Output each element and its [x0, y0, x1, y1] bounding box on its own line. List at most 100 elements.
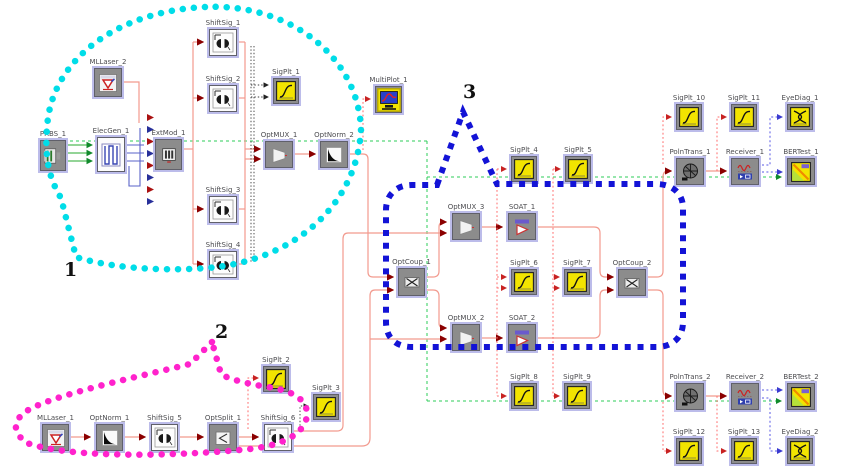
receiver-icon — [731, 158, 759, 185]
block-SigPlt_9[interactable]: SigPlt_9 — [563, 373, 591, 409]
optcoup-icon — [618, 269, 646, 296]
block-SigPlt_7[interactable]: SigPlt_7 — [563, 259, 591, 295]
block-ShiftSig_2[interactable]: ShiftSig_2 — [206, 75, 240, 112]
shiftsig-icon — [209, 29, 237, 56]
block-label: EyeDiag_1 — [781, 94, 819, 102]
block-label: SigPlt_11 — [727, 94, 761, 102]
mllaser-icon — [42, 424, 69, 451]
block-OptNorm_2[interactable]: OptNorm_2 — [314, 131, 354, 168]
bertest-icon — [787, 158, 815, 185]
block-MLLaser_1[interactable]: MLLaser_1 — [37, 414, 74, 451]
block-OptCoup_1[interactable]: OptCoup_1 — [392, 258, 431, 296]
block-OptCoup_2[interactable]: OptCoup_2 — [613, 259, 651, 296]
block-PolnTrans_2[interactable]: PolnTrans_2 — [669, 373, 711, 410]
bertest-icon — [787, 383, 815, 410]
block-SigPlt_8[interactable]: SigPlt_8 — [510, 373, 538, 409]
optmux-icon — [265, 141, 293, 168]
block-label: BERTest_2 — [783, 373, 819, 381]
optmux-icon — [452, 324, 480, 351]
block-SigPlt_3[interactable]: SigPlt_3 — [312, 384, 340, 420]
block-label: SigPlt_9 — [563, 373, 591, 381]
block-label: SigPlt_1 — [272, 68, 300, 76]
block-BERTest_1[interactable]: BERTest_1 — [783, 148, 819, 185]
polntrans-icon — [676, 383, 704, 410]
block-OptNorm_1[interactable]: OptNorm_1 — [90, 414, 129, 451]
sigplt-icon — [511, 269, 537, 295]
block-PolnTrans_1[interactable]: PolnTrans_1 — [669, 148, 711, 185]
block-label: SigPlt_5 — [564, 146, 592, 154]
block-ExtMod_1[interactable]: ExtMod_1 — [151, 129, 186, 170]
shiftsig-icon — [264, 424, 292, 451]
block-EyeDiag_1[interactable]: EyeDiag_1 — [782, 94, 818, 130]
block-SOAT_1[interactable]: SOAT_1 — [508, 203, 536, 240]
shiftsig-icon — [209, 85, 237, 112]
block-Receiver_1[interactable]: Receiver_1 — [726, 148, 764, 185]
block-SigPlt_12[interactable]: SigPlt_12 — [673, 428, 705, 464]
block-label: EyeDiag_2 — [781, 428, 819, 436]
block-ShiftSig_1[interactable]: ShiftSig_1 — [206, 19, 240, 56]
shiftsig-icon — [151, 424, 178, 451]
block-ElecGen_1[interactable]: ElecGen_1 — [93, 127, 129, 172]
sigplt-icon — [676, 104, 702, 130]
block-label: Receiver_2 — [725, 373, 765, 381]
block-BERTest_2[interactable]: BERTest_2 — [783, 373, 819, 410]
block-label: SigPlt_12 — [672, 428, 706, 436]
block-label: ExtMod_1 — [151, 129, 186, 137]
optsplit-icon — [209, 424, 237, 451]
shiftsig-icon — [209, 251, 237, 278]
block-label: ShiftSig_4 — [205, 241, 241, 249]
block-label: OptNorm_2 — [314, 131, 354, 139]
block-ShiftSig_3[interactable]: ShiftSig_3 — [206, 186, 240, 223]
block-OptSplit_1[interactable]: OptSplit_1 — [205, 414, 241, 451]
block-SigPlt_13[interactable]: SigPlt_13 — [728, 428, 760, 464]
region-label-2: 2 — [215, 321, 229, 343]
block-PRBS_1[interactable]: PRBS_1 — [40, 130, 66, 171]
optnorm-icon — [96, 424, 123, 451]
prbs-icon — [40, 140, 66, 171]
block-ShiftSig_6[interactable]: ShiftSig_6 — [261, 414, 295, 451]
sigplt-icon — [511, 156, 537, 182]
eyediag-icon — [787, 438, 813, 464]
block-ShiftSig_5[interactable]: ShiftSig_5 — [147, 414, 182, 451]
block-label: MLLaser_2 — [89, 58, 127, 66]
block-label: OptCoup_2 — [612, 259, 652, 267]
block-OptMUX_2[interactable]: OptMUX_2 — [448, 314, 484, 351]
block-label: SigPlt_8 — [510, 373, 538, 381]
block-SigPlt_6[interactable]: SigPlt_6 — [510, 259, 538, 295]
sigplt-icon — [731, 438, 757, 464]
multiplot-icon — [375, 86, 402, 113]
block-label: SOAT_1 — [508, 203, 536, 211]
block-MultiPlot_1[interactable]: MultiPlot_1 — [369, 76, 408, 113]
block-SigPlt_10[interactable]: SigPlt_10 — [673, 94, 705, 130]
region-label-1: 1 — [64, 259, 78, 281]
sigplt-icon — [564, 269, 590, 295]
polntrans-icon — [676, 158, 704, 185]
soat-icon — [508, 324, 536, 351]
optnorm-icon — [320, 141, 348, 168]
sigplt-icon — [313, 394, 339, 420]
shiftsig-icon — [209, 196, 237, 223]
mllaser-icon — [94, 68, 122, 97]
block-SigPlt_11[interactable]: SigPlt_11 — [728, 94, 760, 130]
block-SOAT_2[interactable]: SOAT_2 — [508, 314, 536, 351]
block-SigPlt_4[interactable]: SigPlt_4 — [510, 146, 538, 182]
optcoup-icon — [398, 268, 425, 296]
block-SigPlt_1[interactable]: SigPlt_1 — [272, 68, 300, 104]
block-MLLaser_2[interactable]: MLLaser_2 — [90, 58, 126, 97]
block-label: SigPlt_2 — [262, 356, 290, 364]
prbs-links — [66, 141, 94, 165]
sigplt-icon — [273, 78, 299, 104]
block-OptMUX_1[interactable]: OptMUX_1 — [261, 131, 297, 168]
block-ShiftSig_4[interactable]: ShiftSig_4 — [206, 241, 240, 278]
sigplt-icon — [511, 383, 537, 409]
block-label: PolnTrans_2 — [669, 373, 711, 381]
block-label: SigPlt_3 — [312, 384, 340, 392]
block-label: SigPlt_10 — [672, 94, 706, 102]
sigplt-icon — [564, 383, 590, 409]
receiver-icon — [731, 383, 759, 410]
block-SigPlt_5[interactable]: SigPlt_5 — [564, 146, 592, 182]
block-EyeDiag_2[interactable]: EyeDiag_2 — [782, 428, 818, 464]
block-OptMUX_3[interactable]: OptMUX_3 — [448, 203, 484, 240]
block-Receiver_2[interactable]: Receiver_2 — [726, 373, 764, 410]
